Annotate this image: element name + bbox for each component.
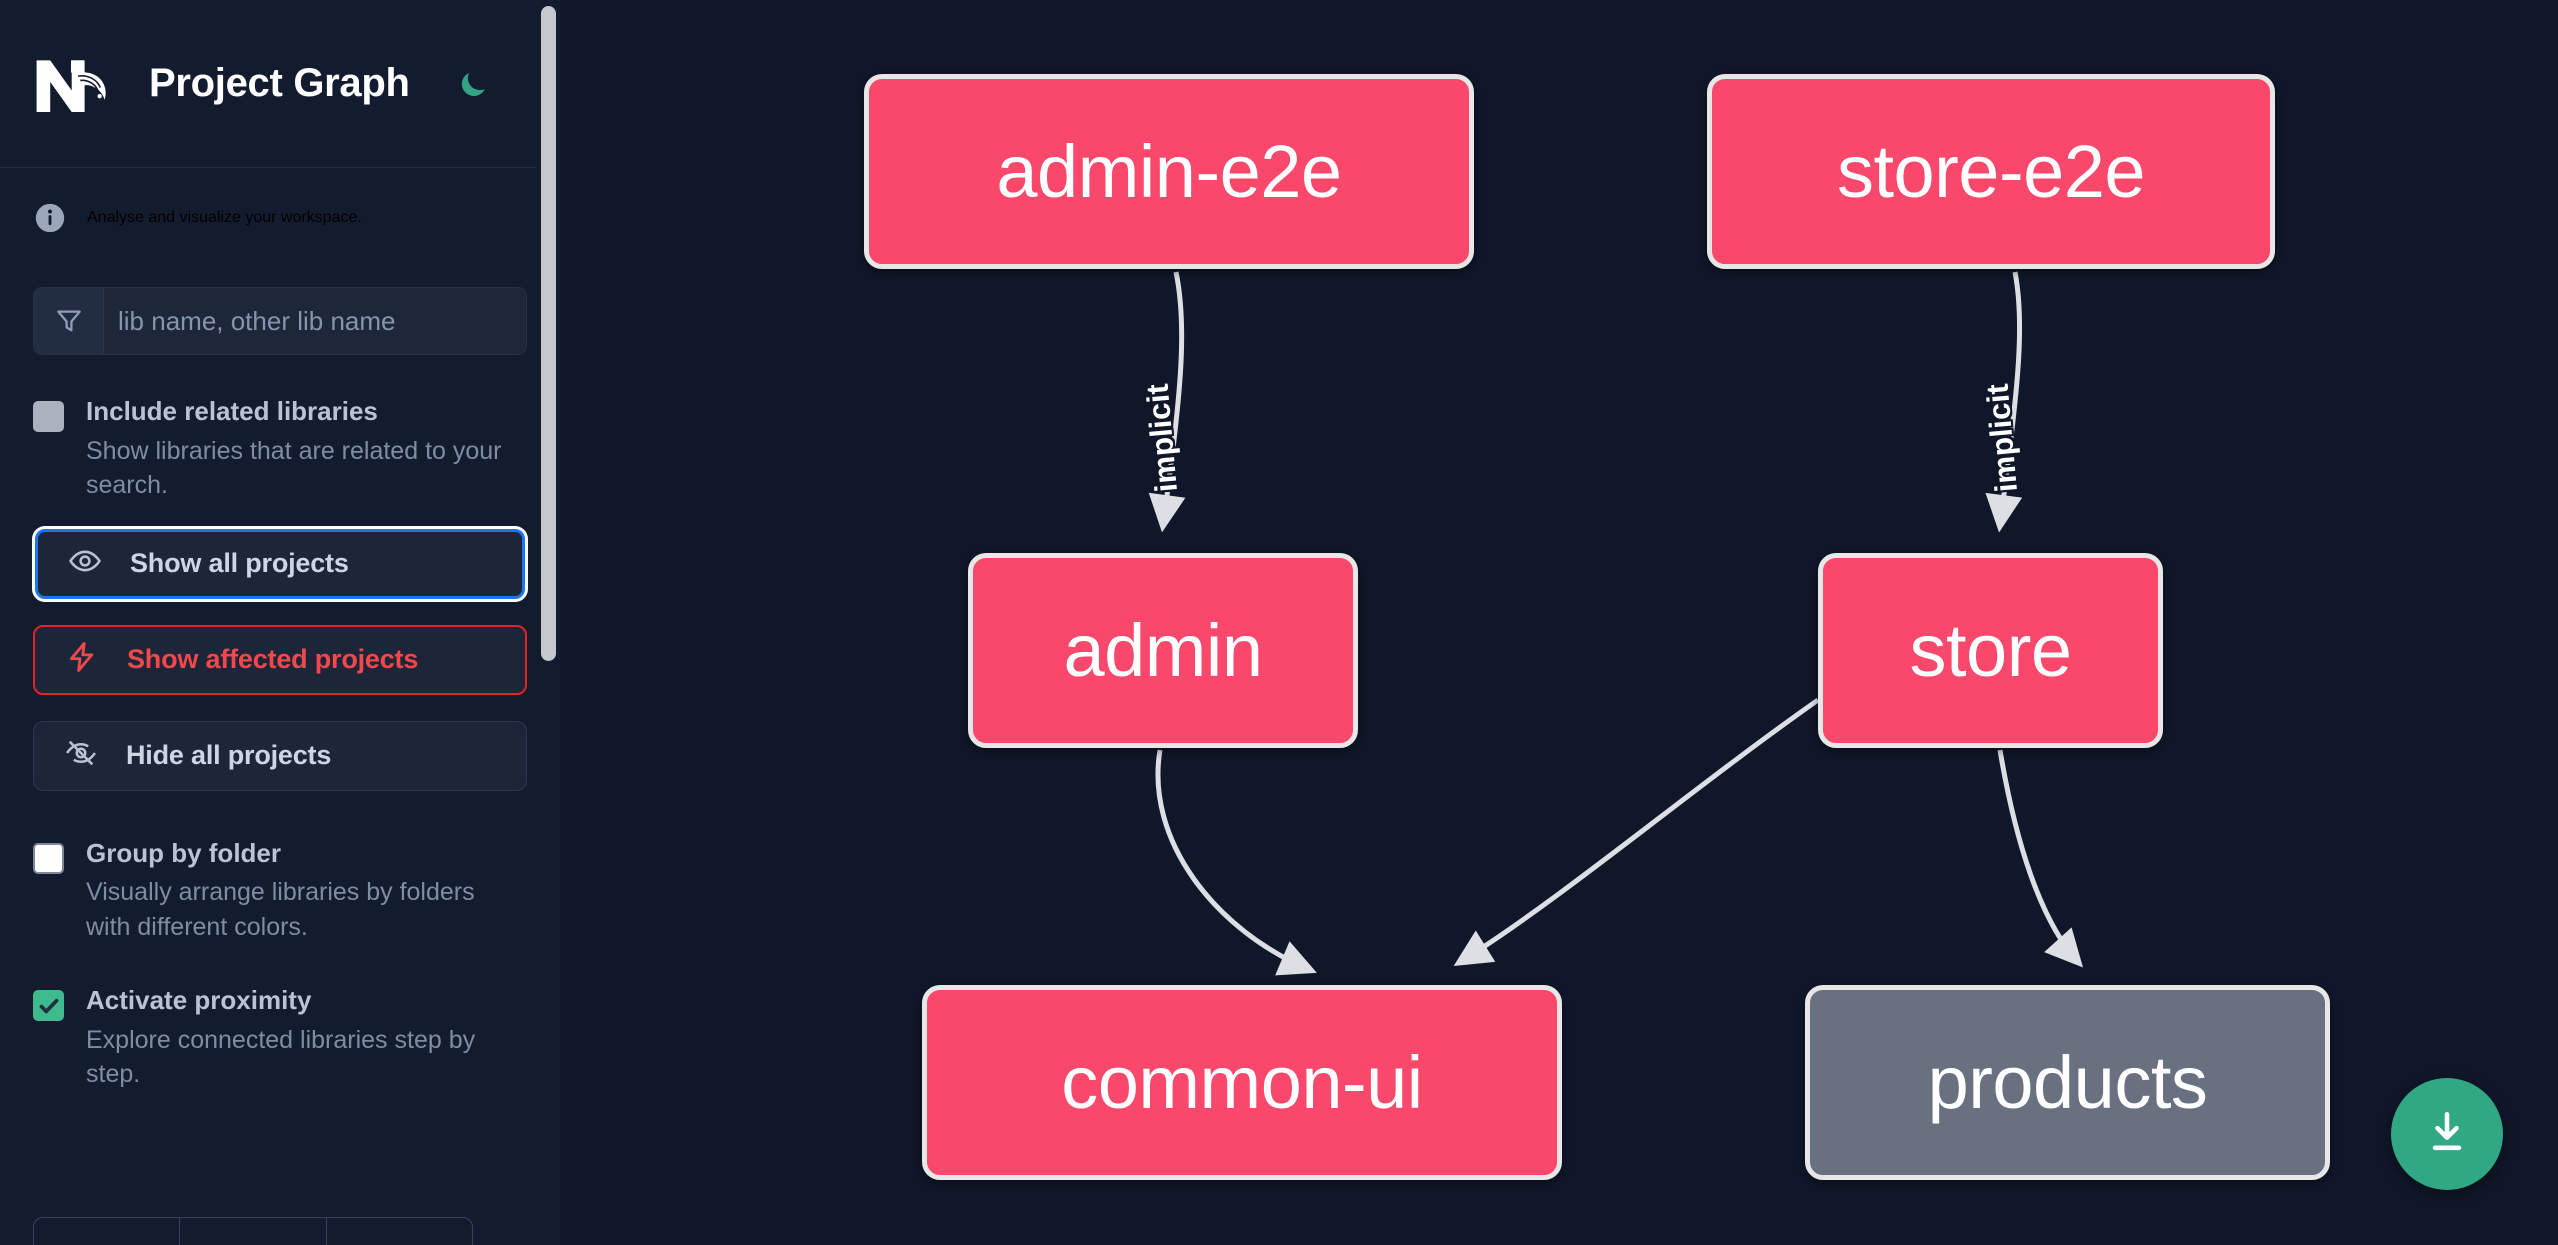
button-label: Show all projects [130,548,349,578]
checkbox-include-related-libraries[interactable]: Include related libraries Show libraries… [33,395,527,503]
graph-node-store-e2e[interactable]: store-e2e [1707,74,2275,269]
segment-1[interactable] [34,1218,181,1245]
filter-funnel-icon[interactable] [34,288,104,354]
tagline-text: Analyse and visualize your workspace. [87,209,362,226]
sidebar: Project Graph Analyse and visualize your… [0,0,560,1245]
node-label: common-ui [1061,1041,1423,1124]
segmented-control-partial[interactable] [33,1217,473,1245]
info-circle-icon [33,201,67,235]
checkbox-box[interactable] [33,401,64,432]
search-input[interactable] [104,288,526,354]
edge-admin-common-ui [1155,749,1317,976]
eye-icon [68,544,102,583]
graph-edges [1148,271,2084,976]
graph-node-store[interactable]: store [1818,553,2163,748]
graph-node-admin[interactable]: admin [968,553,1358,748]
checkbox-box[interactable] [33,990,64,1021]
checkbox-label: Group by folder [86,837,281,868]
checkbox-group-by-folder[interactable]: Group by folder Visually arrange librari… [33,837,527,945]
edge-store-products [1997,749,2084,968]
button-label: Hide all projects [126,740,332,770]
node-label: store-e2e [1836,130,2146,213]
checkbox-box[interactable] [33,842,64,874]
graph-node-common-ui[interactable]: common-ui [922,985,1562,1180]
checkbox-label: Include related libraries [86,396,378,426]
page-title: Project Graph [149,61,410,105]
graph-node-admin-e2e[interactable]: admin-e2e [864,74,1474,269]
sidebar-scrollbar-thumb[interactable] [541,6,556,661]
checkbox-description: Explore connected libraries step by step… [86,1025,476,1089]
edge-admin-e2e-admin [1148,271,1186,533]
show-all-projects-button[interactable]: Show all projects [35,528,525,599]
graph-node-products[interactable]: products [1805,985,2330,1180]
node-label: products [1927,1041,2208,1124]
moon-icon[interactable] [450,61,496,107]
graph-canvas[interactable]: admin-e2e store-e2e admin store common-u… [560,0,2558,1245]
nx-logo-icon [33,53,119,115]
download-graph-button[interactable] [2391,1078,2503,1190]
node-label: admin [1063,609,1263,692]
hide-all-projects-button[interactable]: Hide all projects [33,720,527,791]
eye-off-icon [64,736,98,775]
segment-2[interactable] [180,1218,327,1245]
search-row [33,287,527,355]
tagline: Analyse and visualize your workspace. [33,168,527,268]
download-icon [2421,1106,2473,1163]
segment-3[interactable] [327,1218,472,1245]
node-label: admin-e2e [996,130,1342,213]
checkbox-activate-proximity[interactable]: Activate proximity Explore connected lib… [33,984,527,1092]
sidebar-scrollbar[interactable] [536,0,560,1245]
show-affected-projects-button[interactable]: Show affected projects [33,624,527,695]
node-label: store [1909,609,2072,692]
checkbox-label: Activate proximity [86,985,312,1015]
checkbox-description: Show libraries that are related to your … [86,436,502,500]
edge-store-common-ui [1453,697,1820,966]
lightning-bolt-icon [65,640,99,679]
sidebar-body: Analyse and visualize your workspace. In… [0,168,560,1092]
button-label: Show affected projects [127,644,419,674]
checkbox-description: Visually arrange libraries by folders wi… [86,878,475,941]
sidebar-header: Project Graph [0,0,560,168]
edge-store-e2e-store [1985,271,2023,533]
